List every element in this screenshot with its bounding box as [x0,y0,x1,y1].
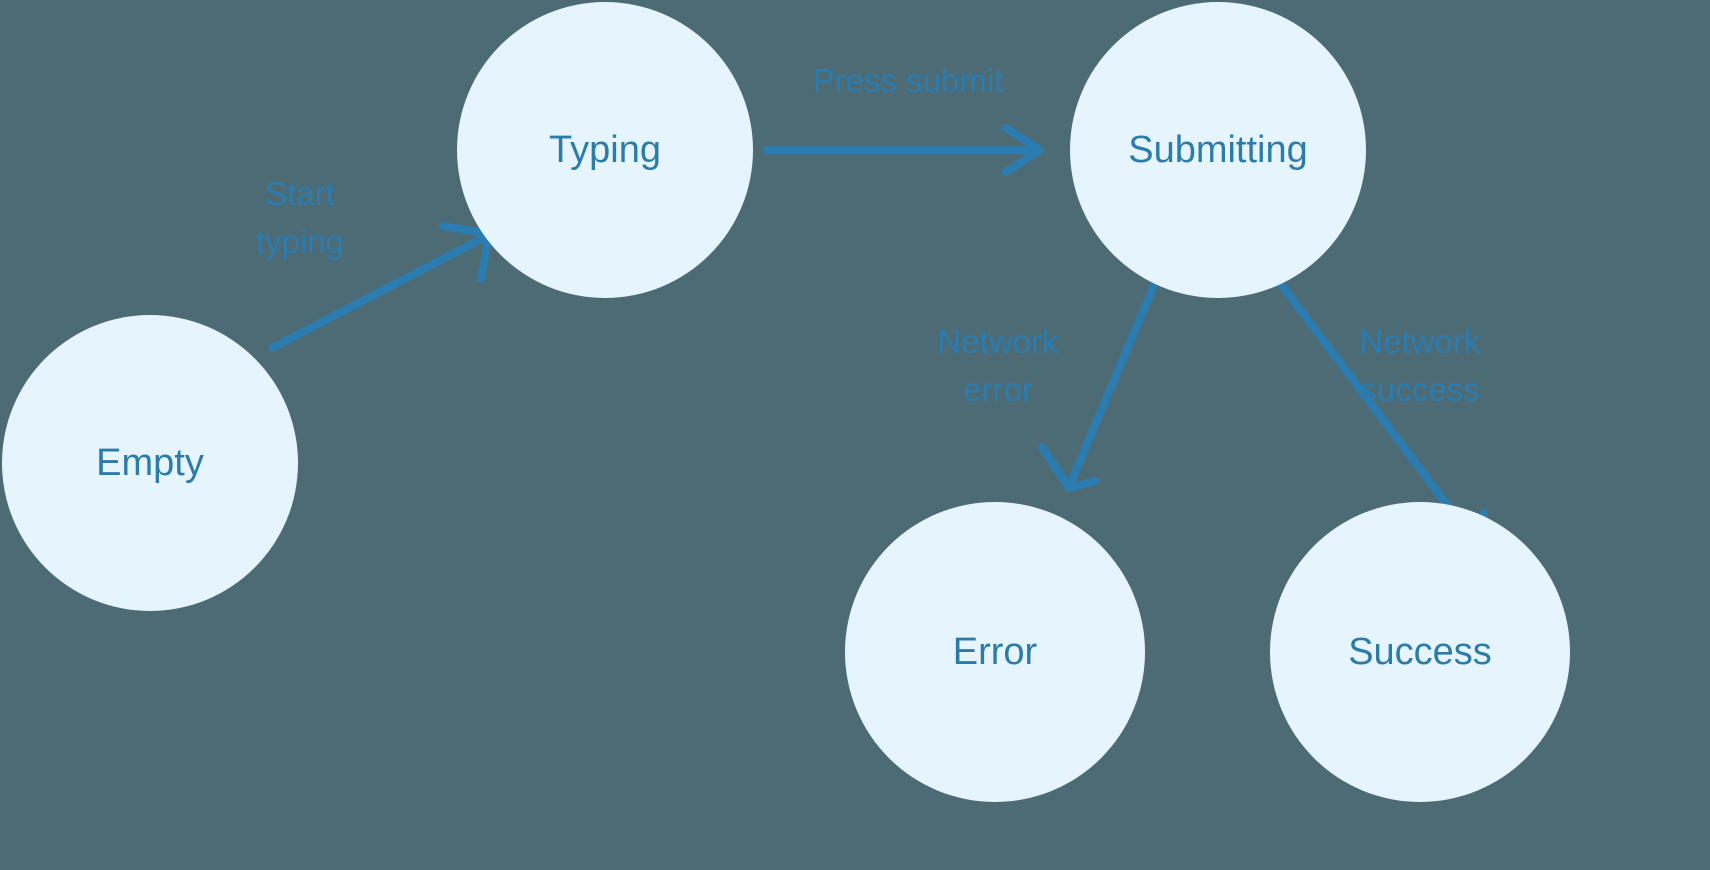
edge-label-empty-to-typing: Start typing [256,175,344,260]
state-node-submitting[interactable]: Submitting [1070,2,1366,298]
edges-layer [268,124,1488,549]
state-node-label-typing: Typing [549,129,661,171]
edge-label-line: typing [256,223,344,260]
edge-line-submitting-to-error [1067,279,1159,486]
state-node-label-submitting: Submitting [1128,129,1308,171]
edge-submitting-to-error [1038,279,1159,492]
state-node-empty[interactable]: Empty [2,315,298,611]
edge-label-line: Network [937,323,1059,360]
state-node-shape-empty[interactable] [2,315,298,611]
edge-typing-to-submitting [763,124,1044,176]
state-node-label-error: Error [953,631,1038,673]
state-node-shape-typing[interactable] [457,2,753,298]
state-node-success[interactable]: Success [1270,502,1570,802]
state-node-shape-error[interactable] [845,502,1145,802]
edge-label-line: Network [1359,323,1481,360]
edge-line-empty-to-typing [268,232,491,352]
edge-label-line: Press submit [813,62,1004,99]
edge-label-line: Start [265,175,335,212]
edge-label-typing-to-submitting: Press submit [813,62,1004,99]
state-node-error[interactable]: Error [845,502,1145,802]
edge-label-submitting-to-success: Network success [1359,323,1481,408]
edge-label-line: success [1360,371,1479,408]
state-node-label-empty: Empty [96,442,204,484]
edge-label-submitting-to-error: Network error [937,323,1059,408]
edge-line-submitting-to-success [1276,279,1476,542]
arrowhead-icon-submitting-to-error [1038,443,1099,492]
state-node-shape-submitting[interactable] [1070,2,1366,298]
arrowhead-icon-typing-to-submitting [1002,124,1044,176]
state-node-typing[interactable]: Typing [457,2,753,298]
edge-label-line: error [963,371,1033,408]
state-node-shape-success[interactable] [1270,502,1570,802]
state-node-label-success: Success [1348,631,1492,673]
